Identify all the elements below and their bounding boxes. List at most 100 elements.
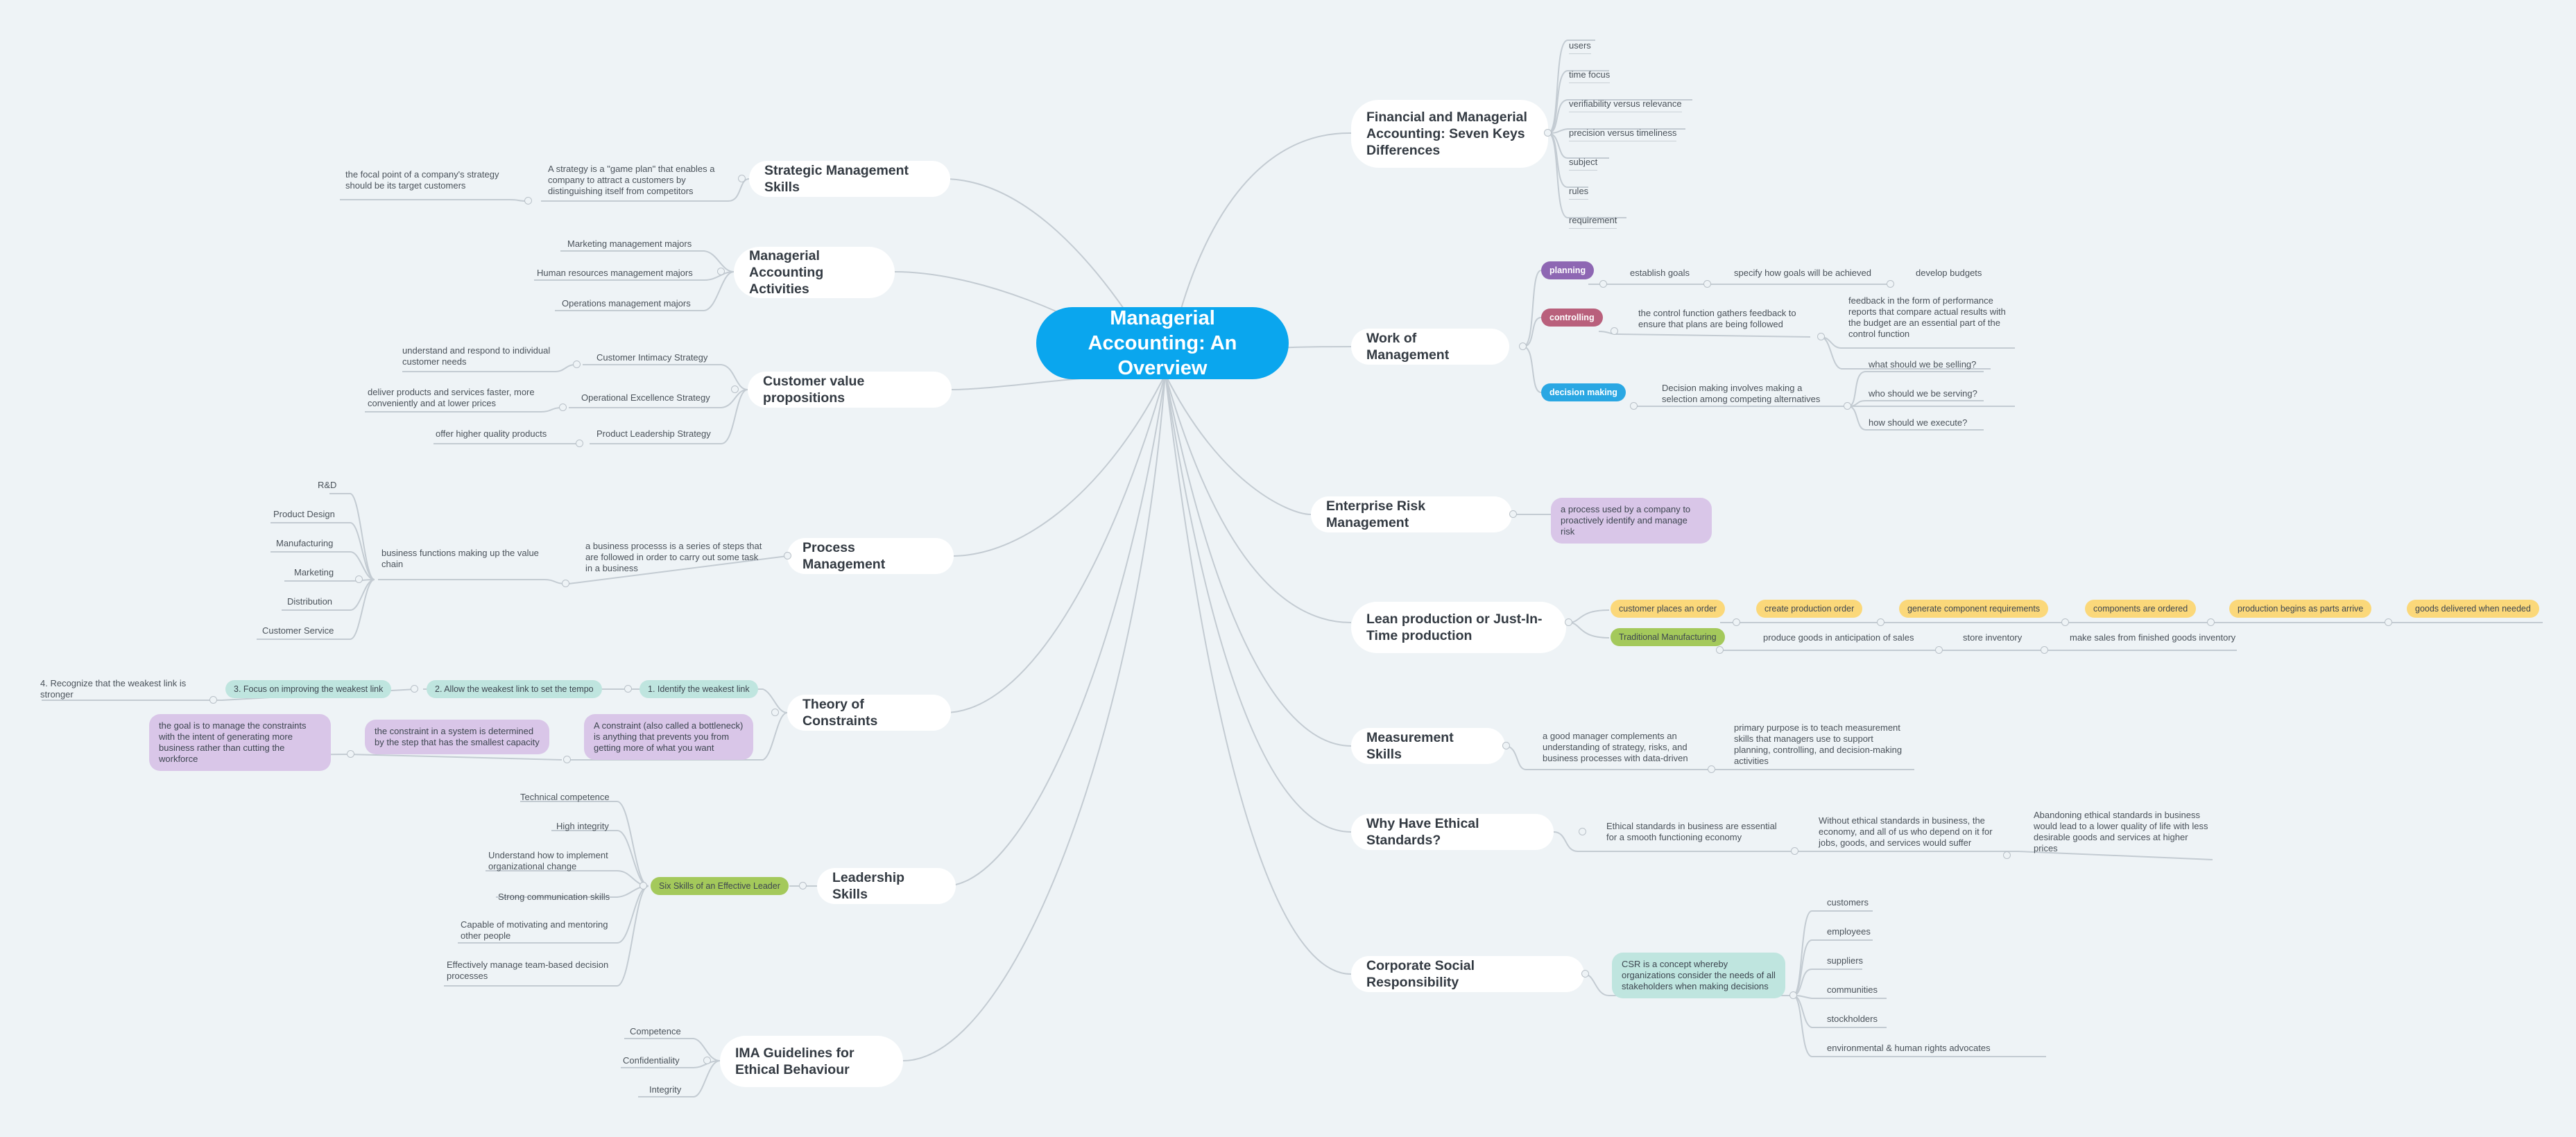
topic-measurement-skills[interactable]: Measurement Skills	[1351, 728, 1505, 764]
traditional-step[interactable]: make sales from finished goods inventory	[2070, 632, 2236, 643]
value-strategy[interactable]: Customer Intimacy Strategy	[596, 352, 708, 363]
planning-step[interactable]: specify how goals will be achieved	[1734, 268, 1871, 278]
measurement-description[interactable]: a good manager complements an understand…	[1543, 731, 1688, 763]
activity-item[interactable]: Operations management majors	[562, 298, 691, 309]
topic-strategic-management-skills[interactable]: Strategic Management Skills	[749, 161, 950, 197]
stakeholder-item[interactable]: customers	[1827, 897, 1869, 908]
traditional-step[interactable]: produce goods in anticipation of sales	[1763, 632, 1914, 643]
activity-item[interactable]: Marketing management majors	[567, 238, 692, 249]
financial-item[interactable]: rules	[1569, 186, 1589, 200]
controlling-step[interactable]: the control function gathers feedback to…	[1638, 308, 1796, 329]
traditional-manufacturing-tag[interactable]: Traditional Manufacturing	[1611, 628, 1725, 646]
topic-ethical-standards[interactable]: Why Have Ethical Standards?	[1351, 814, 1554, 850]
value-strategy-description[interactable]: understand and respond to individual cus…	[402, 345, 551, 367]
jit-step[interactable]: production begins as parts arrive	[2229, 600, 2372, 618]
topic-work-of-management[interactable]: Work of Management	[1351, 329, 1509, 365]
jit-step[interactable]: create production order	[1756, 600, 1863, 618]
value-strategy[interactable]: Product Leadership Strategy	[596, 428, 711, 439]
ethics-statement[interactable]: Without ethical standards in business, t…	[1819, 815, 1993, 848]
leader-skill[interactable]: Effectively manage team-based decision p…	[447, 960, 609, 981]
six-skills-tag[interactable]: Six Skills of an Effective Leader	[651, 877, 789, 895]
connector-dot	[1844, 402, 1851, 410]
connector-dot	[2207, 618, 2215, 626]
csr-description[interactable]: CSR is a concept whereby organizations c…	[1612, 953, 1785, 998]
leader-skill[interactable]: High integrity	[556, 821, 609, 831]
value-chain-item[interactable]: Distribution	[287, 596, 333, 607]
strategy-description[interactable]: A strategy is a "game plan" that enables…	[548, 164, 715, 196]
jit-step[interactable]: components are ordered	[2085, 600, 2197, 618]
leader-skill[interactable]: Technical competence	[520, 792, 610, 802]
decision-question[interactable]: how should we execute?	[1869, 417, 1968, 428]
stakeholder-item[interactable]: stockholders	[1827, 1014, 1878, 1024]
connector-dot	[1877, 618, 1884, 626]
value-chain-item[interactable]: Manufacturing	[276, 538, 334, 548]
toc-step[interactable]: 3. Focus on improving the weakest link	[225, 680, 392, 698]
topic-lean-production[interactable]: Lean production or Just-In-Time producti…	[1351, 602, 1566, 653]
connector-dot	[2041, 646, 2048, 654]
topic-enterprise-risk-management[interactable]: Enterprise Risk Management	[1311, 496, 1512, 532]
value-chain-item[interactable]: Marketing	[294, 567, 334, 578]
stakeholder-item[interactable]: employees	[1827, 926, 1871, 937]
value-strategy-description[interactable]: offer higher quality products	[436, 428, 547, 439]
jit-step[interactable]: customer places an order	[1611, 600, 1726, 618]
constraint-goal[interactable]: the goal is to manage the constraints wi…	[149, 714, 331, 771]
planning-tag[interactable]: planning	[1541, 261, 1595, 279]
leader-skill[interactable]: Understand how to implement organization…	[488, 850, 608, 871]
decision-question[interactable]: what should we be selling?	[1869, 359, 1977, 370]
decision-making-tag[interactable]: decision making	[1541, 383, 1626, 401]
erm-description[interactable]: a process used by a company to proactive…	[1551, 498, 1712, 544]
financial-item[interactable]: precision versus timeliness	[1569, 128, 1677, 141]
connector-dot	[1708, 765, 1715, 773]
ethics-statement[interactable]: Ethical standards in business are essent…	[1606, 821, 1777, 842]
decision-question[interactable]: who should we be serving?	[1869, 388, 1977, 399]
planning-step[interactable]: develop budgets	[1916, 268, 1982, 278]
financial-item[interactable]: requirement	[1569, 215, 1617, 229]
financial-item[interactable]: users	[1569, 40, 1591, 54]
process-description[interactable]: a business processs is a series of steps…	[585, 541, 762, 573]
controlling-step[interactable]: feedback in the form of performance repo…	[1848, 295, 2006, 339]
financial-item[interactable]: subject	[1569, 157, 1598, 171]
topic-financial-vs-managerial[interactable]: Financial and Managerial Accounting: Sev…	[1351, 100, 1548, 168]
measurement-purpose[interactable]: primary purpose is to teach measurement …	[1734, 722, 1903, 766]
topic-corporate-social-responsibility[interactable]: Corporate Social Responsibility	[1351, 956, 1584, 992]
stakeholder-item[interactable]: communities	[1827, 984, 1878, 995]
decision-step[interactable]: Decision making involves making a select…	[1662, 383, 1821, 404]
jit-step[interactable]: goods delivered when needed	[2407, 600, 2539, 618]
activity-item[interactable]: Human resources management majors	[537, 268, 693, 278]
value-chain-item[interactable]: Customer Service	[262, 625, 334, 636]
topic-ima-guidelines[interactable]: IMA Guidelines for Ethical Behaviour	[720, 1036, 903, 1087]
connector-dot	[1565, 618, 1572, 626]
topic-customer-value-propositions[interactable]: Customer value propositions	[748, 372, 952, 408]
topic-managerial-accounting-activities[interactable]: Managerial Accounting Activities	[734, 247, 895, 298]
topic-process-management[interactable]: Process Management	[787, 538, 954, 574]
strategy-focal-point[interactable]: the focal point of a company's strategy …	[345, 169, 499, 191]
traditional-step[interactable]: store inventory	[1963, 632, 2023, 643]
ethics-statement[interactable]: Abandoning ethical standards in business…	[2034, 810, 2208, 853]
value-strategy-description[interactable]: deliver products and services faster, mo…	[368, 387, 535, 408]
stakeholder-item[interactable]: suppliers	[1827, 955, 1864, 966]
root-node[interactable]: Managerial Accounting: An Overview	[1036, 307, 1289, 379]
toc-step[interactable]: 2. Allow the weakest link to set the tem…	[427, 680, 602, 698]
ima-item[interactable]: Integrity	[649, 1084, 682, 1095]
topic-leadership-skills[interactable]: Leadership Skills	[817, 868, 956, 904]
controlling-tag[interactable]: controlling	[1541, 309, 1603, 327]
jit-step[interactable]: generate component requirements	[1899, 600, 2049, 618]
constraint-definition[interactable]: A constraint (also called a bottleneck) …	[584, 714, 753, 760]
financial-item[interactable]: time focus	[1569, 69, 1611, 83]
connector-dot	[1581, 970, 1589, 978]
topic-theory-of-constraints[interactable]: Theory of Constraints	[787, 695, 951, 731]
value-chain-item[interactable]: R&D	[318, 480, 337, 490]
constraint-capacity[interactable]: the constraint in a system is determined…	[365, 720, 549, 754]
planning-step[interactable]: establish goals	[1630, 268, 1690, 278]
leader-skill[interactable]: Capable of motivating and mentoring othe…	[461, 919, 608, 941]
value-chain-label[interactable]: business functions making up the value c…	[381, 548, 539, 569]
ima-item[interactable]: Confidentiality	[623, 1055, 680, 1066]
toc-step[interactable]: 1. Identify the weakest link	[639, 680, 758, 698]
stakeholder-item[interactable]: environmental & human rights advocates	[1827, 1043, 1991, 1053]
leader-skill[interactable]: Strong communication skills	[498, 892, 610, 902]
value-strategy[interactable]: Operational Excellence Strategy	[581, 392, 710, 403]
ima-item[interactable]: Competence	[630, 1026, 681, 1036]
toc-step[interactable]: 4. Recognize that the weakest link is st…	[40, 678, 187, 700]
value-chain-item[interactable]: Product Design	[273, 509, 335, 519]
financial-item[interactable]: verifiability versus relevance	[1569, 98, 1682, 112]
